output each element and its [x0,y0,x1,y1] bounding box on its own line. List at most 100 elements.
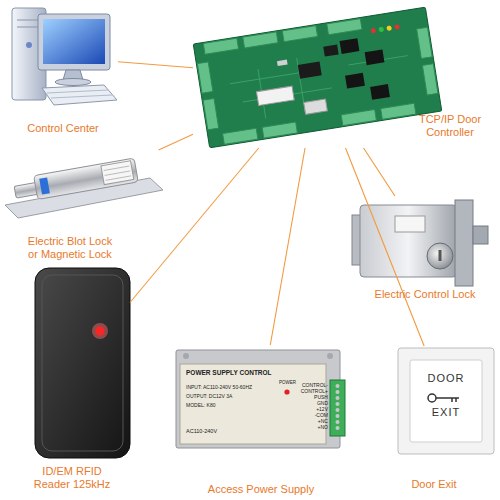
terminal-block [203,98,219,129]
terminal-block [223,128,258,144]
device-label: ID/EM RFID Reader 125kHz [28,465,116,491]
terminal-block [341,109,376,125]
bolt-body [34,158,139,199]
reader-led [96,327,105,336]
mount-hole [183,353,189,359]
terminal-block [282,26,317,42]
terminal-block [243,32,278,48]
device-label: Electric Control Lock [350,288,500,301]
device-label: Electric Blot Lock or Magnetic Lock [24,235,116,261]
spec-text: OUTPUT: DC12V 3A [186,393,306,399]
terminal-label: CONTROL+ [288,388,328,394]
led [386,25,392,31]
button-text: DOOR [410,372,482,384]
pcb [193,7,442,147]
device-label: Door Exit [374,478,494,491]
connector-line [270,148,305,345]
terminal-label: +12V [288,406,328,412]
device-node: Door Exit [396,346,496,456]
screw [336,408,340,412]
mount-hole [327,353,333,359]
led [394,24,400,30]
rfid-reader [35,268,130,458]
power-led [284,389,289,394]
key-row [47,90,108,93]
connector-line [118,62,193,68]
screw [336,390,340,394]
relay [370,84,390,100]
network-module [256,86,294,105]
exit-button [410,360,482,442]
monitor-base [55,79,91,86]
button-text: EXIT [410,406,482,418]
lock-sticker [395,216,425,232]
terminal-block [262,122,297,138]
device-node: Electric Control Lock [355,196,495,288]
screw [336,384,340,388]
device-label: TCP/IP Door Controller [410,113,490,139]
drive-slot [17,27,40,28]
bolt-cap [39,177,50,194]
sticker-lines [104,166,131,180]
led [378,27,384,33]
led [371,28,377,34]
device-node: TCP/IP Door Controller [193,7,442,148]
relay [365,49,385,65]
led-glow [92,323,108,339]
chip [323,45,338,57]
terminal-block [381,103,416,119]
connector-line [130,148,259,303]
spec-text: AC110-240V [186,428,306,435]
lock-latch [473,226,488,244]
lock-faceplate [455,200,473,286]
monitor-screen [43,19,105,64]
key-icon [436,398,459,402]
spec-text: POWER SUPPLY CONTROL [186,369,306,377]
key-row [51,95,112,98]
terminal-block [417,27,433,58]
crystal [277,60,288,67]
key-icon [428,394,436,402]
psu-label [180,364,326,444]
spec-text: MODEL: K80 [186,402,306,408]
device-node: Control Center [8,5,118,110]
screw [336,414,340,418]
connector-header [304,99,328,114]
connector-line [346,148,425,346]
terminal-block [327,19,362,35]
keyboard [42,85,117,105]
exit-plate [398,348,494,454]
keyhole [439,250,442,261]
spec-text: POWER [279,380,299,386]
device-label: Access Power Supply [165,483,357,496]
connector-line [159,134,193,150]
device-label: Control Center [0,122,128,135]
screw [336,420,340,424]
screw [336,426,340,430]
relay [340,38,360,54]
bolt-lock [13,158,138,203]
terminal-label: -COM [288,412,328,418]
power-button [26,42,32,48]
terminal-block [203,38,238,54]
relay [345,73,365,89]
psu-terminal [330,380,345,436]
lock-body [360,205,457,277]
monitor-frame [38,14,110,70]
terminal-label: CONTROL- [288,382,328,388]
lock-cylinder [427,243,453,269]
terminal-label: +NC [288,418,328,424]
terminal-label: GND [288,400,328,406]
reader-bezel [42,275,123,451]
spec-sticker [101,161,134,185]
terminal-label: +NO [288,424,328,430]
chip [298,61,322,78]
controller-board [193,7,442,147]
psu-case [176,350,340,448]
drive-slot [17,20,40,21]
connector-line [364,148,395,196]
terminal-label: PUSH [288,394,328,400]
